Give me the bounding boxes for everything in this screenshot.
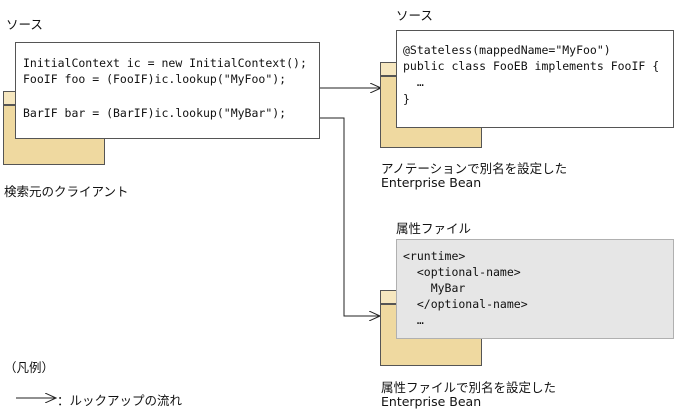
attribute-code-line-5: … [403, 313, 424, 327]
bean1-source-box: @Stateless(mappedName="MyFoo") public cl… [396, 30, 674, 128]
left-source-label: ソース [6, 17, 43, 32]
bean1-code-line-4: } [403, 92, 410, 106]
client-code-line-2: FooIF foo = (FooIF)ic.lookup("MyFoo"); [23, 72, 287, 86]
attribute-code-line-2: <optional-name> [403, 265, 521, 279]
attribute-code-line-1: <runtime> [403, 249, 466, 263]
bean2-caption-line-2: Enterprise Bean [381, 394, 482, 409]
bean1-code-line-2: public class FooEB implements FooIF { [403, 59, 660, 73]
legend-title: （凡例） [4, 360, 55, 375]
bean1-code-line-3: … [403, 75, 424, 89]
attribute-code-line-4: </optional-name> [403, 297, 528, 311]
attribute-code-line-3: MyBar [403, 281, 466, 295]
client-code-line-1: InitialContext ic = new InitialContext()… [23, 56, 307, 70]
client-label: 検索元のクライアント [4, 184, 129, 199]
bean1-caption-line-1: アノテーションで別名を設定した [381, 161, 568, 176]
right-source-label: ソース [396, 8, 433, 23]
bean2-caption-line-1: 属性ファイルで別名を設定した [381, 380, 557, 395]
client-source-box: InitialContext ic = new InitialContext()… [15, 42, 320, 139]
attribute-file-label: 属性ファイル [396, 221, 472, 236]
legend-arrow-label: ：ルックアップの流れ [57, 393, 183, 408]
bean1-caption-line-2: Enterprise Bean [381, 175, 482, 190]
lookup-arrow-mybar [320, 117, 380, 316]
bean1-code-line-1: @Stateless(mappedName="MyFoo") [403, 43, 611, 57]
attribute-file-box: <runtime> <optional-name> MyBar </option… [396, 239, 674, 339]
client-code-line-4: BarIF bar = (BarIF)ic.lookup("MyBar"); [23, 106, 287, 120]
